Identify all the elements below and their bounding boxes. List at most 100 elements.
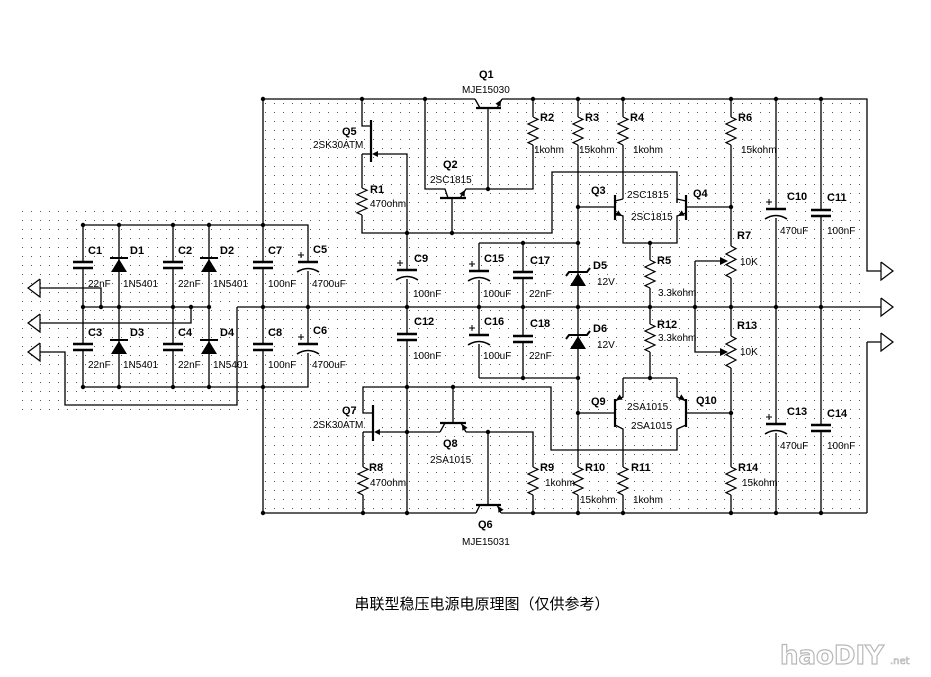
value-c2: 22nF — [178, 279, 201, 290]
resistor-r12 — [643, 323, 657, 353]
label-d4: D4 — [220, 327, 235, 339]
junction-dot — [404, 384, 410, 390]
input-port-icon — [27, 313, 41, 334]
label-r2: R2 — [540, 112, 554, 124]
wire — [614, 198, 624, 202]
value-c14: 100nF — [827, 441, 855, 452]
wire-gap — [252, 262, 274, 268]
capacitor-c8 — [252, 342, 274, 352]
wire — [40, 307, 192, 324]
label-q5: Q5 — [342, 126, 357, 138]
label-r11: R11 — [631, 462, 651, 474]
label-d5: D5 — [593, 260, 607, 272]
junction-dot — [620, 96, 626, 102]
junction-dot — [818, 96, 824, 102]
resistor-zigzag — [355, 187, 369, 216]
capacitor-curved-plate — [296, 267, 320, 273]
label-r10: R10 — [585, 462, 605, 474]
junction-dot — [116, 222, 122, 228]
label-c8: C8 — [268, 327, 282, 339]
label-d1: D1 — [130, 245, 144, 257]
label-q3: Q3 — [591, 185, 606, 197]
resistor-zigzag — [643, 259, 657, 289]
junction-dot — [170, 384, 176, 390]
label-r13: R13 — [737, 320, 757, 332]
resistor-zigzag — [526, 466, 540, 496]
capacitor-c10 — [764, 199, 788, 220]
resistor-zigzag — [526, 116, 540, 146]
junction-dot — [80, 222, 86, 228]
capacitor-c11 — [810, 208, 832, 218]
wire — [40, 287, 102, 307]
label-d3: D3 — [130, 327, 144, 339]
resistor-r8 — [356, 466, 370, 496]
value-q8: 2SA1015 — [430, 455, 472, 466]
junction-dot — [647, 304, 653, 310]
junction-dot — [260, 96, 266, 102]
capacitor-c7 — [252, 260, 274, 270]
label-q10: Q10 — [696, 395, 717, 407]
junction-dot — [773, 304, 779, 310]
label-c13: C13 — [787, 406, 807, 418]
diode-d2 — [200, 257, 218, 272]
value-c6: 4700uF — [312, 360, 346, 371]
transistor-q2-emitter-arrow — [459, 190, 465, 197]
value-r13: 10K — [740, 347, 758, 358]
capacitor-c4 — [162, 342, 184, 352]
capacitor-c2 — [162, 260, 184, 270]
transistor-q8-emitter-arrow — [462, 424, 468, 431]
label-d2: D2 — [220, 245, 234, 257]
junction-dot — [728, 204, 734, 210]
junction-dot — [116, 304, 122, 310]
value-d1: 1N5401 — [123, 279, 158, 290]
junction-dot — [260, 510, 266, 516]
zener-d5 — [565, 267, 591, 286]
value-r14: 15kohm — [742, 478, 778, 489]
capacitor-c12 — [396, 332, 418, 342]
diode-triangle — [111, 259, 127, 272]
value-q6: MJE15031 — [462, 537, 510, 548]
value-c11: 100nF — [827, 226, 855, 237]
resistor-r6 — [724, 116, 738, 146]
label-r7: R7 — [737, 230, 751, 242]
junction-dot — [647, 375, 653, 381]
value-r4: 1kohm — [633, 145, 663, 156]
zener-bar — [565, 267, 591, 277]
value-d6: 12V — [597, 340, 615, 351]
label-r1: R1 — [370, 184, 384, 196]
zener-bar — [565, 330, 591, 340]
label-r8: R8 — [369, 462, 383, 474]
zener-d6 — [565, 330, 591, 349]
junction-dot — [728, 96, 734, 102]
capacitor-curved-plate — [296, 349, 320, 355]
capacitor-curved-plate — [764, 214, 788, 220]
transistor-q1-emitter-arrow — [495, 100, 501, 107]
junction-dot — [575, 375, 581, 381]
wire-gap — [395, 270, 419, 279]
junction-dot — [305, 304, 311, 310]
label-q6: Q6 — [478, 519, 493, 531]
label-r14: R14 — [738, 462, 759, 474]
value-q10: 2SA1015 — [631, 421, 673, 432]
junction-dot — [206, 384, 212, 390]
plus-sign-icon — [397, 260, 403, 266]
capacitor-c13 — [764, 414, 788, 435]
junction-dot — [360, 510, 366, 516]
value-c9: 100nF — [413, 289, 441, 300]
junction-dot — [359, 96, 365, 102]
junction-dot — [170, 222, 176, 228]
wire — [40, 307, 238, 406]
wiper-arrow-icon — [720, 348, 728, 356]
junction-dot — [80, 384, 86, 390]
junction-dot — [485, 429, 491, 435]
label-q9: Q9 — [591, 396, 606, 408]
junction-dot — [476, 304, 482, 310]
value-c16: 100uF — [483, 351, 511, 362]
diode-triangle — [201, 341, 217, 354]
wire — [377, 153, 408, 513]
value-c3: 22nF — [88, 360, 111, 371]
value-c7: 100nF — [268, 279, 296, 290]
diode-d3 — [110, 339, 128, 354]
value-q1: MJE15030 — [462, 85, 510, 96]
